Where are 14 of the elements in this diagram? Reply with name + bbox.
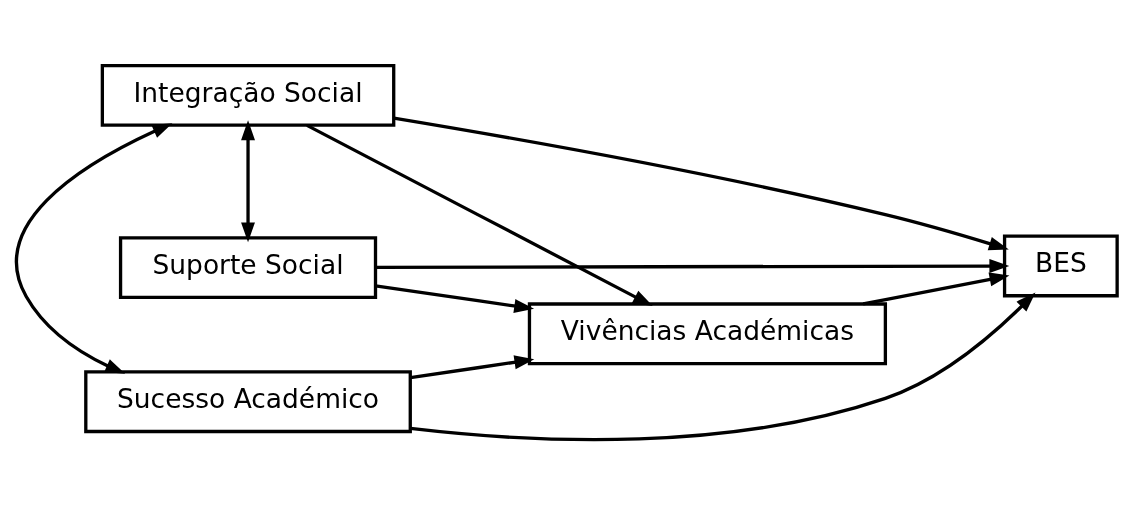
arrow [410,292,1036,442]
node-box: Vivências Académicas [527,302,888,366]
arrow [393,116,1009,251]
arrow [306,123,653,307]
node-box: Integração Social [100,63,396,127]
arrow [410,355,535,380]
arrow [375,284,535,313]
arrow [862,272,1010,306]
arrow [375,259,1010,274]
node-box: BES [1002,234,1119,298]
node-box: Suporte Social [118,236,378,300]
node-box: Sucesso Académico [84,370,412,434]
arrow [14,123,173,374]
arrow [241,120,255,243]
